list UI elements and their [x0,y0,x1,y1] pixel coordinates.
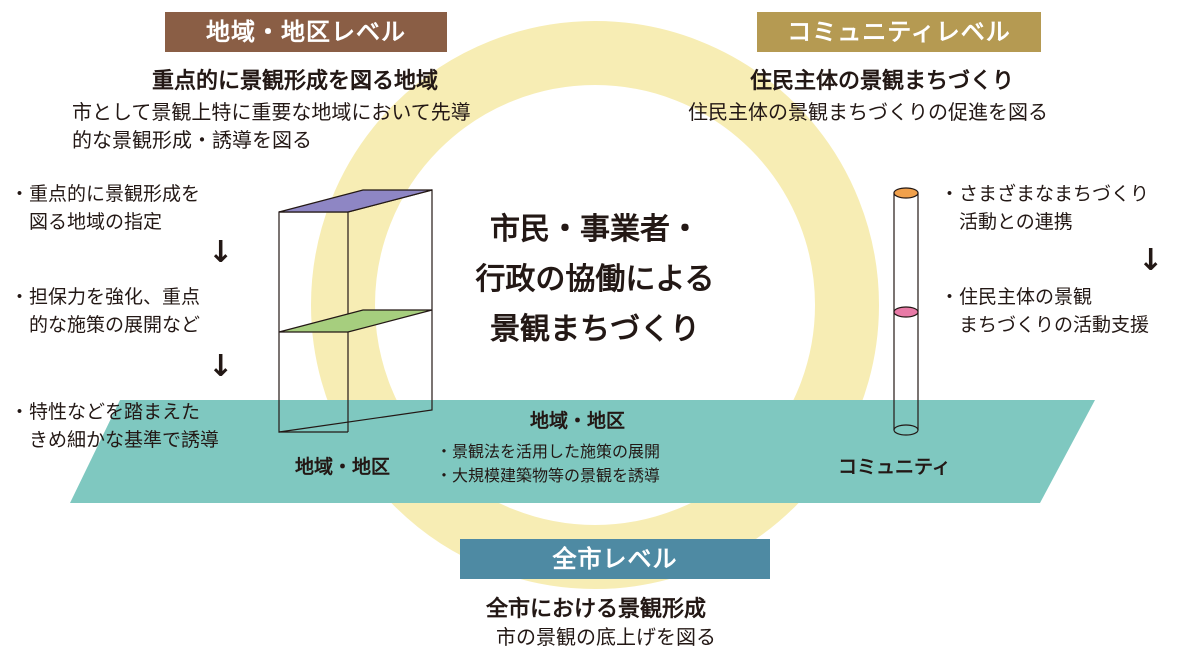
community-heading: 住民主体の景観まちづくり [750,69,1015,94]
district-level-banner: 地域・地区レベル [165,12,447,52]
community-description: 住民主体の景観まちづくりの促進を図る [688,100,1048,124]
box-middle-face [278,309,433,333]
community-step-1: ・さまざまなまちづくり 活動との連携 [940,180,1149,236]
step-line: ・担保力を強化、重点 [10,286,201,308]
district-description-line: 的な景観形成・誘導を図る [72,128,312,152]
plane-item: ・大規模建築物等の景観を誘導 [436,466,661,485]
center-line: 市民・事業者・ [490,212,700,247]
community-tube-label: コミュニティ [838,456,951,478]
citywide-description: 市の景観の底上げを図る [496,625,716,649]
step-line: まちづくりの活動支援 [940,314,1150,336]
district-step-3: ・特性などを踏まえた きめ細かな基準で誘導 [10,398,219,454]
district-box-label: 地域・地区 [295,456,391,478]
step-line: ・重点的に景観形成を [10,183,201,205]
tube-top-ring [893,187,919,199]
step-line: ・住民主体の景観 [940,286,1093,308]
district-heading: 重点的に景観形成を図る地域 [152,69,439,94]
district-step-1: ・重点的に景観形成を 図る地域の指定 [10,180,200,236]
community-level-banner: コミュニティレベル [757,12,1041,52]
center-line: 行政の協働による [475,262,715,297]
down-arrow-icon: ↓ [1138,243,1164,278]
community-tube [893,187,919,436]
step-line: 図る地域の指定 [10,211,163,233]
plane-item: ・景観法を活用した施策の展開 [436,442,661,461]
plane-title: 地域・地区 [530,410,626,432]
down-arrow-icon: ↓ [208,349,234,384]
step-line: 活動との連携 [940,211,1073,233]
step-line: ・特性などを踏まえた [10,401,201,423]
citywide-level-banner: 全市レベル [460,539,770,579]
district-description-line: 市として景観上特に重要な地域において先導 [72,100,471,124]
center-line: 景観まちづくり [490,312,700,347]
step-line: きめ細かな基準で誘導 [10,429,220,451]
district-description: 市として景観上特に重要な地域において先導 的な景観形成・誘導を図る [72,98,471,154]
step-line: 的な施策の展開など [10,314,201,336]
tube-middle-ring [893,306,919,318]
step-line: ・さまざまなまちづくり [940,183,1150,205]
box-top-face [278,189,433,213]
district-step-2: ・担保力を強化、重点 的な施策の展開など [10,283,200,339]
plane-items: ・景観法を活用した施策の展開 ・大規模建築物等の景観を誘導 [436,440,660,488]
down-arrow-icon: ↓ [208,235,234,270]
community-step-2: ・住民主体の景観 まちづくりの活動支援 [940,283,1149,339]
center-message: 市民・事業者・ 行政の協働による 景観まちづくり [440,205,750,355]
citywide-heading: 全市における景観形成 [486,597,707,622]
